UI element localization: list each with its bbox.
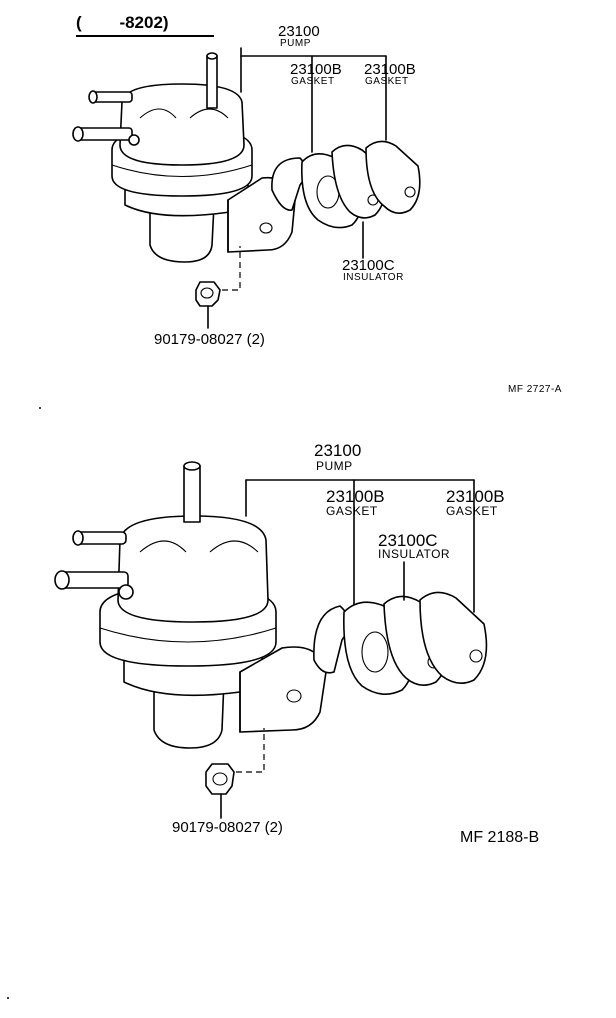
reference-code-label: MF 2727-A bbox=[508, 384, 562, 395]
nut-part-label: 90179-08027 (2) bbox=[172, 819, 283, 836]
nut-1 bbox=[195, 246, 241, 329]
insulator-text-label: INSULATOR bbox=[343, 272, 404, 283]
pump-number-label: 23100 bbox=[314, 441, 361, 460]
insulator-number-label: 23100C bbox=[378, 531, 438, 550]
insulator-text-label: INSULATOR bbox=[378, 547, 450, 561]
nut-part-label: 90179-08027 (2) bbox=[154, 331, 265, 348]
gasket-a-number-label: 23100B bbox=[326, 487, 385, 506]
gasket-b-number-label: 23100B bbox=[364, 61, 416, 78]
diagram-2: 23100 PUMP 23100B GASKET 23100B GASKET 2… bbox=[54, 441, 539, 846]
insulator-number-label: 23100C bbox=[342, 257, 395, 274]
gasket-stack-2 bbox=[313, 591, 488, 695]
fuel-pump-1 bbox=[72, 52, 296, 263]
scan-speck bbox=[39, 407, 41, 409]
leader-lines-1 bbox=[240, 47, 387, 259]
reference-code-label: MF 2188-B bbox=[460, 829, 539, 846]
nut-2 bbox=[205, 728, 265, 819]
gasket-stack-1 bbox=[271, 140, 421, 229]
gasket-b-text-label: GASKET bbox=[365, 76, 409, 87]
diagram-1: 23100 PUMP 23100B GASKET 23100B GASKET 2… bbox=[72, 23, 562, 395]
gasket-a-text-label: GASKET bbox=[326, 504, 378, 518]
pump-text-label: PUMP bbox=[280, 38, 311, 49]
pump-number-label: 23100 bbox=[278, 23, 320, 40]
gasket-b-2 bbox=[419, 591, 488, 684]
leader-lines-2 bbox=[245, 479, 475, 613]
pump-text-label: PUMP bbox=[316, 459, 353, 473]
fuel-pump-2 bbox=[54, 461, 327, 749]
gasket-a-number-label: 23100B bbox=[290, 61, 342, 78]
gasket-b-text-label: GASKET bbox=[446, 504, 498, 518]
gasket-b-number-label: 23100B bbox=[446, 487, 505, 506]
gasket-a-text-label: GASKET bbox=[291, 76, 335, 87]
date-range-label: ( -8202) bbox=[76, 13, 169, 32]
scan-speck bbox=[7, 997, 9, 999]
